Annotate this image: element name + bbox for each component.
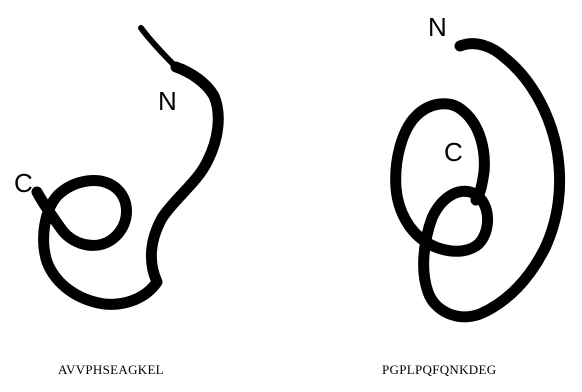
left-sequence-label: AVVPHSEAGKEL — [58, 362, 164, 378]
right-sequence-label: PGPLPQFQNKDEG — [382, 362, 496, 378]
right-backbone-trace — [396, 44, 560, 317]
right-c-terminus-label: C — [444, 137, 463, 167]
left-backbone-n-tail — [141, 28, 176, 67]
left-c-terminus-label: C — [14, 168, 33, 198]
left-n-terminus-label: N — [158, 86, 177, 116]
right-n-terminus-label: N — [428, 12, 447, 42]
left-panel-structure: N C — [14, 28, 218, 304]
left-backbone-trace — [37, 67, 218, 304]
right-panel-structure: N C — [396, 12, 560, 317]
